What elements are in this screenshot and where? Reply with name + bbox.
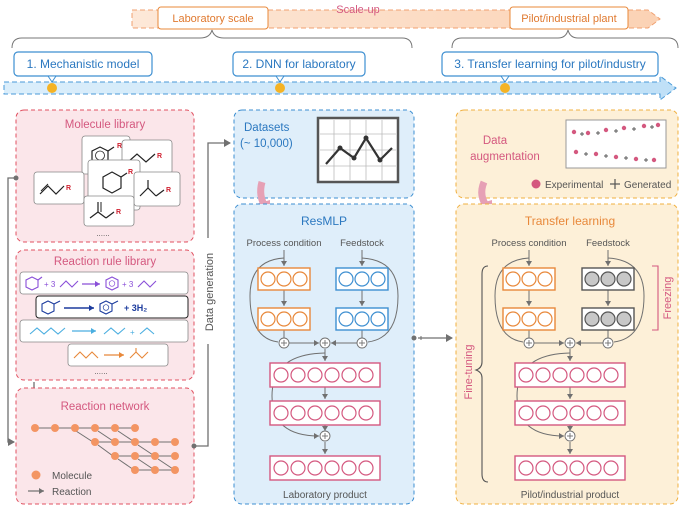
svg-text:......: ...... [94,367,107,376]
svg-text:+ 3: + 3 [122,280,134,289]
tl-process-layer-2 [502,307,556,331]
datasets-count: (~ 10,000) [240,138,293,150]
data-augmentation-panel: Data augmentation Experimental Generated [455,109,679,199]
tl-frozen-feedstock-layer-2 [581,307,635,331]
resmlp-feedstock-layer-1 [335,267,389,291]
generated-legend-marker [610,179,620,189]
step-3-label: 3. Transfer learning for pilot/industry [454,57,645,71]
reaction-network-title: Reaction network [61,401,150,413]
svg-text:+: + [130,328,135,337]
tl-frozen-feedstock-layer-1 [581,267,635,291]
augmentation-scatter [571,122,661,163]
reaction-legend-label: Reaction [52,487,91,498]
data-generation-connector: Data generation [191,139,231,449]
resmlp-feedstock-label: Feedstock [340,238,384,249]
svg-text:R: R [128,169,133,176]
reaction-rule-library-panel: Reaction rule library + 3 + 3 + 3H₂ + [15,249,195,381]
transfer-learning-panel: Transfer learning Process condition Feed… [455,203,679,505]
left-connector [7,175,19,446]
resmlp-feedstock-layer-2 [335,307,389,331]
data-augmentation-label-1: Data [483,135,508,147]
step-labels: 1. Mechanistic model 2. DNN for laborato… [13,51,659,83]
svg-text:R: R [117,143,122,150]
datasets-title: Datasets [244,122,290,134]
molecule-library-title: Molecule library [65,119,146,131]
step-2-label: 2. DNN for laboratory [242,57,355,71]
pilot-plant-label: Pilot/industrial plant [521,13,616,25]
scale-up-band: Laboratory scale Scale-up Pilot/industri… [131,4,661,30]
tl-hidden-layers [514,362,626,481]
reaction-rule-library-title: Reaction rule library [54,256,157,268]
tl-process-condition-label: Process condition [492,238,567,249]
timeline-dot-2 [275,83,285,93]
svg-text:+ 3H₂: + 3H₂ [124,303,147,313]
experimental-legend-label: Experimental [545,180,603,191]
middle-right-connector [411,334,453,342]
svg-text:R: R [116,209,121,216]
timeline-dot-3 [500,83,510,93]
laboratory-product-label: Laboratory product [283,490,367,501]
resmlp-panel: ResMLP Process condition Feedstock [233,203,415,505]
laboratory-scale-label: Laboratory scale [172,13,253,25]
resmlp-title: ResMLP [301,214,347,228]
scale-braces [11,29,679,49]
svg-text:R: R [157,153,162,160]
svg-text:+ 3: + 3 [44,280,56,289]
data-augmentation-label-2: augmentation [470,151,540,163]
transfer-learning-title: Transfer learning [525,214,615,228]
freezing-bracket [652,265,659,331]
svg-text:R: R [166,187,171,194]
tl-feedstock-label: Feedstock [586,238,630,249]
tl-network [494,250,645,454]
experimental-legend-dot [531,179,541,189]
freezing-label: Freezing [662,277,674,320]
molecule-legend-dot [31,470,41,480]
tl-process-layer-1 [502,267,556,291]
resmlp-process-layer-1 [257,267,311,291]
pilot-product-label: Pilot/industrial product [521,490,620,501]
scale-up-label: Scale-up [336,4,379,16]
data-generation-label: Data generation [204,253,216,331]
fine-tuning-brace [474,265,489,483]
resmlp-process-layer-2 [257,307,311,331]
svg-text:......: ...... [96,229,109,238]
dataset-chart-icon [316,116,400,184]
resmlp-network [249,250,399,454]
reaction-network-panel: Reaction network [15,387,195,505]
molecule-legend-label: Molecule [52,471,92,482]
generated-legend-label: Generated [624,180,671,191]
svg-text:R: R [66,185,71,192]
timeline-dot-1 [47,83,57,93]
resmlp-hidden-layers [269,362,381,481]
timeline [3,75,677,101]
resmlp-process-condition-label: Process condition [247,238,322,249]
molecule-library-panel: Molecule library R R R R R R ...... [15,109,195,243]
network-graph [38,427,174,471]
step-1-label: 1. Mechanistic model [27,57,140,71]
network-nodes [31,424,179,474]
fine-tuning-label: Fine-tuning [463,344,475,399]
datasets-panel: Datasets (~ 10,000) [233,109,415,199]
